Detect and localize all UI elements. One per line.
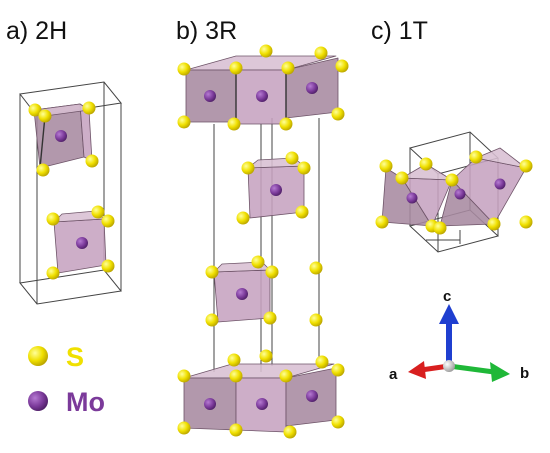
s-atom [445,173,459,187]
axis-c-arrow [439,304,459,362]
mo-atom [494,178,506,190]
s-atom [519,215,533,229]
s-atom [335,59,349,73]
axis-b-arrow [448,362,510,382]
s-atom [265,265,279,279]
s-atom [259,349,273,363]
s-atom [279,117,293,131]
atoms-3r [177,44,349,439]
s-atom [314,46,328,60]
s-atom [38,109,52,123]
s-atom [85,154,99,168]
legend-item-s: S [28,342,84,372]
legend-label-s: S [66,342,84,372]
mo-atom [76,237,88,249]
mo-atom [256,398,268,410]
s-atom [279,369,293,383]
axis-triad: c b a [389,288,529,383]
mo-atom [406,192,418,204]
s-atom [236,211,250,225]
s-atom [487,217,501,231]
s-atom [309,261,323,275]
mo-atom [270,184,282,196]
s-atom [227,117,241,131]
axis-a-arrow [408,361,450,379]
mo-atom [55,130,67,142]
mo-atom [236,288,248,300]
s-atom [229,369,243,383]
s-atom [433,221,447,235]
octahedron-layer-top-3r [185,55,339,125]
panel-label-1t: c) 1T [371,17,428,45]
s-atom [375,215,389,229]
s-atom [101,259,115,273]
s-atom [229,423,243,437]
legend-label-mo: Mo [66,387,105,417]
atoms-1t [375,150,533,235]
s-atom [91,205,105,219]
s-atom [331,107,345,121]
mo-atom [256,90,268,102]
s-atom [177,369,191,383]
s-atom [205,313,219,327]
s-atom [177,62,191,76]
legend-s-swatch [28,346,48,366]
s-atom [315,355,329,369]
s-atom [251,255,265,269]
panel-3r: b) 3R [176,17,349,439]
s-atom [177,115,191,129]
s-atom [259,44,273,58]
s-atom [309,313,323,327]
panel-label-2h: a) 2H [6,17,67,45]
panel-label-3r: b) 3R [176,17,237,45]
s-atom [263,311,277,325]
legend-item-mo: Mo [28,387,105,417]
s-atom [229,61,243,75]
s-atom [331,363,345,377]
s-atom [283,425,297,439]
axis-label-c: c [443,288,451,305]
s-atom [281,61,295,75]
s-atom [241,161,255,175]
unit-cell-2h [19,81,122,305]
s-atom [101,214,115,228]
s-atom [379,159,393,173]
mo-atom [306,82,318,94]
legend-mo-swatch [28,391,48,411]
panel-2h: a) 2H [6,17,122,305]
s-atom [82,101,96,115]
s-atom [46,212,60,226]
s-atom [227,353,241,367]
mo-atom [204,90,216,102]
s-atom [295,205,309,219]
mo-atom [306,390,318,402]
s-atom [519,159,533,173]
unit-cell-3r [213,118,320,372]
s-atom [46,266,60,280]
s-atom [297,161,311,175]
legend: S Mo [28,342,105,417]
s-atom [36,163,50,177]
s-atom [205,265,219,279]
s-atom [285,151,299,165]
mo-atom [204,398,216,410]
mo-atom [454,188,466,200]
s-atom [177,421,191,435]
s-atom [419,157,433,171]
axis-label-a: a [389,366,398,383]
axis-origin [443,360,455,372]
s-atom [331,415,345,429]
s-atom [28,103,42,117]
s-atom [469,150,483,164]
axis-label-b: b [520,365,529,382]
s-atom [395,171,409,185]
panel-1t: c) 1T [371,17,533,253]
atoms-2h [28,101,115,280]
